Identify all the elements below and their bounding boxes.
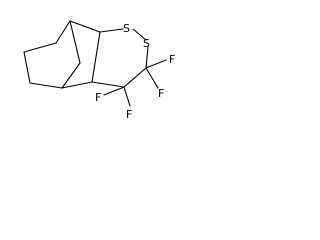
bond (123, 67, 147, 88)
bond (69, 20, 81, 64)
bond (23, 42, 57, 53)
molecule-structure: S S F F F F (0, 0, 194, 127)
bond (123, 86, 131, 107)
bond (132, 28, 147, 41)
bond (61, 81, 93, 89)
bond (29, 82, 63, 89)
bond (145, 59, 167, 69)
bond (91, 31, 101, 83)
bond (61, 62, 81, 89)
bond (99, 28, 124, 33)
bond (23, 51, 31, 84)
bond (145, 46, 149, 69)
fluorine-atom-label: F (169, 53, 175, 66)
fluorine-atom-label: F (126, 108, 132, 121)
structure-drawing: S S F F F F (23, 20, 175, 121)
bond (69, 20, 101, 33)
sulfur-atom-label: S (123, 22, 130, 35)
sulfur-atom-label: S (143, 37, 150, 50)
bond (91, 81, 125, 88)
bond (103, 86, 125, 96)
bond (145, 67, 159, 89)
fluorine-atom-label: F (95, 91, 101, 104)
fluorine-atom-label: F (158, 87, 164, 100)
bond (55, 20, 71, 44)
